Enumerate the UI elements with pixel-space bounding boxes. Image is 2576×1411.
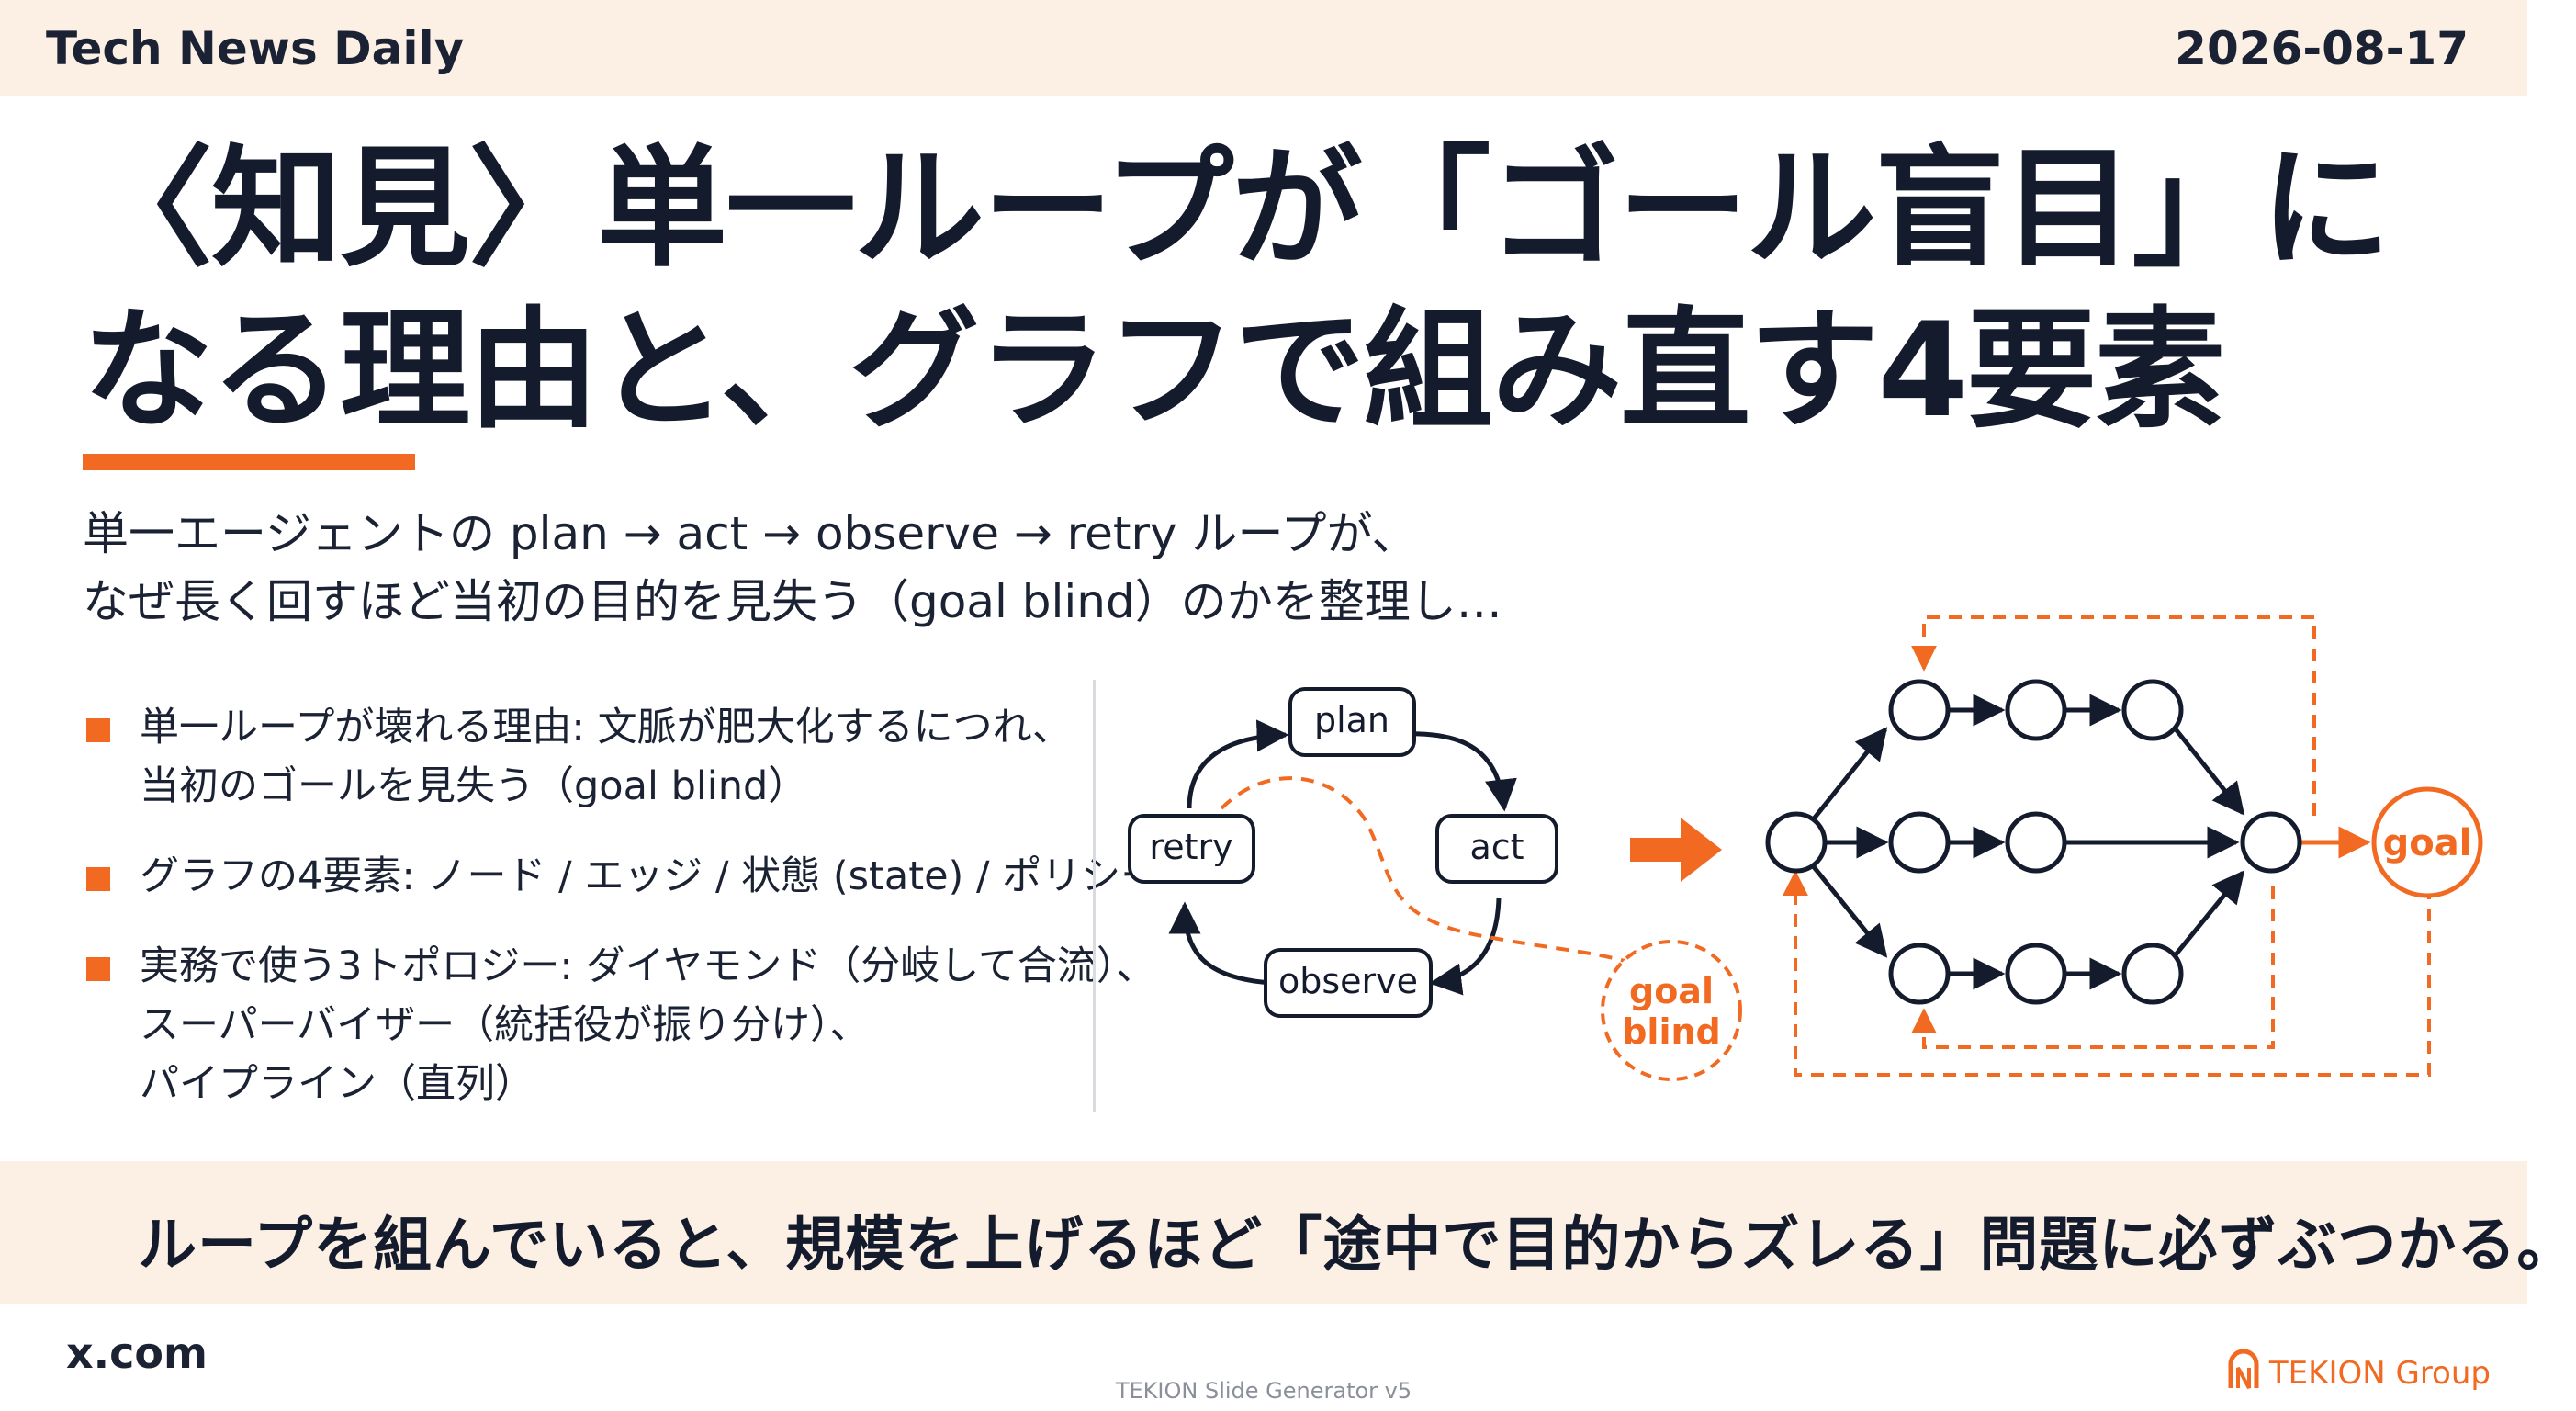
transition-arrow-icon [1630, 818, 1722, 882]
page-title: 〈知見〉単一ループが「ゴール盲目」に なる理由と、グラフで組み直す4要素 [83, 129, 2470, 452]
graph-diagram: goal [1765, 615, 2483, 1077]
graph-node [1888, 811, 1951, 874]
generator-credit: TEKION Slide Generator v5 [1115, 1378, 1412, 1404]
loop-node-observe: observe [1264, 948, 1433, 1018]
graph-node [1888, 679, 1951, 741]
loop-node-plan-label: plan [1314, 700, 1389, 740]
bullet-line: スーパーバイザー（統括役が振り分け）、 [140, 1002, 870, 1048]
loop-node-act: act [1435, 814, 1558, 884]
company-logo: TEKION Group [2225, 1349, 2491, 1396]
tekion-logo-icon [2228, 1349, 2259, 1389]
bullet-square-icon [86, 718, 110, 742]
lead-line-2: なぜ長く回すほど当初の目的を見失う（goal blind）のかを整理し… [83, 575, 1502, 628]
loop-node-plan: plan [1288, 687, 1416, 757]
logo-text: TEKION Group [2268, 1355, 2491, 1392]
graph-node [2005, 943, 2067, 1005]
bullet-item: 単一ループが壊れる理由: 文脈が肥大化するにつれ、 当初のゴールを見失う（goa… [83, 698, 1093, 816]
graph-node-start [1765, 811, 1828, 874]
bullet-square-icon [86, 957, 110, 981]
graph-node [2005, 679, 2067, 741]
single-loop-diagram: plan act observe retry goal blind [1128, 687, 1742, 1081]
goal-node-label: goal [2383, 822, 2472, 864]
graph-node [1888, 943, 1951, 1005]
goal-blind-label-2: blind [1622, 1011, 1721, 1052]
source-label: x.com [66, 1328, 208, 1378]
bullet-square-icon [86, 867, 110, 891]
header-band [0, 0, 2527, 96]
key-message-band [0, 1161, 2527, 1304]
column-divider [1093, 680, 1096, 1112]
bullet-item: 実務で使う3トポロジー: ダイヤモンド（分岐して合流）、 スーパーバイザー（統括… [83, 937, 1156, 1113]
bullet-item: グラフの4要素: ノード / エッジ / 状態 (state) / ポリシー [83, 847, 1161, 906]
loop-node-act-label: act [1469, 827, 1524, 867]
goal-blind-label-1: goal [1629, 971, 1714, 1011]
title-line-2: なる理由と、グラフで組み直す4要素 [83, 295, 2225, 446]
goal-node: goal [2371, 786, 2483, 898]
loop-node-retry-label: retry [1149, 827, 1232, 867]
graph-node [2005, 811, 2067, 874]
lead-text: 単一エージェントの plan → act → observe → retry ル… [83, 500, 1644, 636]
graph-node-merge [2240, 811, 2302, 874]
graph-node [2121, 679, 2184, 741]
bullet-line: 実務で使う3トポロジー: ダイヤモンド（分岐して合流）、 [140, 943, 1156, 989]
publish-date: 2026-08-17 [2175, 22, 2469, 75]
loop-node-retry: retry [1128, 814, 1255, 884]
lead-line-1: 単一エージェントの plan → act → observe → retry ル… [83, 507, 1418, 560]
title-accent-bar [83, 454, 415, 470]
bullet-line: グラフの4要素: ノード / エッジ / 状態 (state) / ポリシー [140, 853, 1161, 899]
bullet-line: 当初のゴールを見失う（goal blind） [140, 763, 808, 809]
brand-name: Tech News Daily [46, 22, 465, 75]
bullet-line: パイプライン（直列） [140, 1061, 534, 1107]
key-message: ループを組んでいると、規模を上げるほど「途中で目的からズレる」問題に必ずぶつかる… [138, 1212, 2576, 1280]
graph-node [2121, 943, 2184, 1005]
loop-node-observe-label: observe [1278, 961, 1418, 1001]
bullet-list: 単一ループが壊れる理由: 文脈が肥大化するにつれ、 当初のゴールを見失う（goa… [83, 698, 1161, 1145]
loop-vs-graph-diagram: plan act observe retry goal blind [1128, 615, 2483, 1081]
title-line-1: 〈知見〉単一ループが「ゴール盲目」に [83, 133, 2390, 285]
goal-blind-node: goal blind [1601, 940, 1742, 1081]
bullet-line: 単一ループが壊れる理由: 文脈が肥大化するにつれ、 [140, 705, 1073, 751]
